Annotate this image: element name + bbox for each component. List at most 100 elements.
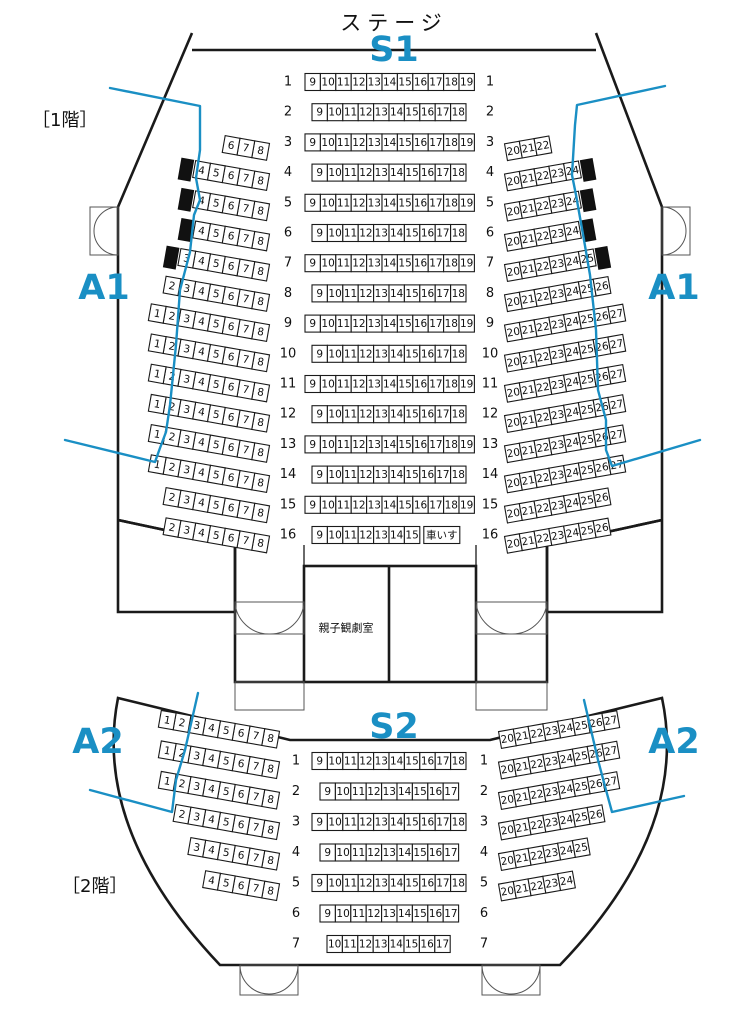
right-seat[interactable]: 20	[503, 261, 523, 283]
center-seat[interactable]: 18	[450, 405, 467, 424]
center-seat[interactable]: 11	[342, 873, 359, 893]
center-seat[interactable]: 11	[335, 314, 352, 333]
center-seat[interactable]: 17	[442, 904, 460, 923]
center-seat[interactable]: 14	[388, 103, 405, 122]
center-seat[interactable]: 16	[419, 223, 436, 243]
center-seat[interactable]: 16	[412, 72, 429, 92]
right-seat[interactable]: 23	[548, 464, 568, 486]
center-seat[interactable]: 13	[373, 465, 390, 484]
center-seat[interactable]: 14	[388, 344, 405, 363]
right-seat[interactable]: 25	[577, 338, 597, 360]
left-seat[interactable]: 8	[251, 351, 271, 373]
right-seat[interactable]: 21	[518, 530, 538, 552]
left-seat[interactable]: 3	[187, 745, 207, 767]
left-seat[interactable]: 4	[192, 220, 212, 242]
right-seat[interactable]: 22	[527, 845, 547, 866]
center-seat[interactable]: 13	[373, 873, 390, 893]
center-seat[interactable]: 15	[411, 843, 429, 862]
right-seat[interactable]: 24	[556, 748, 576, 770]
center-seat[interactable]: 14	[388, 525, 405, 545]
left-seat[interactable]: 4	[202, 870, 222, 891]
center-seat[interactable]: 10	[326, 223, 344, 243]
left-seat[interactable]: 2	[172, 803, 192, 825]
center-seat[interactable]: 15	[403, 344, 421, 363]
right-seat[interactable]: 21	[518, 470, 538, 491]
left-seat[interactable]: 7	[236, 258, 256, 280]
center-seat[interactable]: 14	[388, 934, 405, 954]
left-seat[interactable]: 7	[246, 786, 266, 808]
center-seat[interactable]: 13	[373, 751, 390, 771]
center-seat[interactable]: 15	[403, 163, 421, 182]
center-seat[interactable]: 15	[403, 934, 420, 954]
center-seat[interactable]: 9	[304, 314, 321, 333]
center-seat[interactable]: 17	[427, 374, 445, 394]
center-seat[interactable]: 14	[388, 465, 405, 484]
center-seat[interactable]: 11	[342, 103, 359, 122]
center-seat[interactable]: 9	[311, 223, 328, 243]
center-seat[interactable]: 15	[411, 782, 429, 801]
center-seat[interactable]: 16	[419, 465, 436, 484]
right-seat[interactable]: 20	[503, 351, 523, 373]
center-seat[interactable]: 13	[373, 284, 390, 303]
center-seat[interactable]: 10	[326, 344, 344, 363]
right-seat[interactable]: 24	[562, 522, 582, 544]
center-seat[interactable]: 13	[381, 782, 398, 801]
center-seat[interactable]: 13	[373, 405, 390, 424]
center-seat[interactable]: 17	[442, 843, 460, 862]
right-seat[interactable]: 20	[503, 200, 523, 222]
right-seat[interactable]: 25	[577, 429, 597, 451]
right-seat[interactable]: 22	[527, 784, 547, 805]
center-seat[interactable]: 18	[450, 223, 467, 243]
right-seat[interactable]: 24	[556, 870, 576, 892]
center-seat[interactable]: 16	[418, 934, 436, 954]
center-seat[interactable]: 10	[319, 133, 337, 152]
right-seat[interactable]: 25	[577, 399, 597, 420]
center-seat[interactable]: 19	[458, 374, 475, 394]
right-seat[interactable]: 21	[518, 288, 538, 310]
center-seat[interactable]: 13	[373, 103, 390, 122]
left-seat[interactable]: 6	[221, 527, 241, 549]
center-seat[interactable]: 17	[434, 812, 452, 832]
center-seat[interactable]: 12	[350, 495, 368, 514]
center-seat[interactable]: 12	[357, 465, 375, 484]
right-seat[interactable]: 23	[548, 313, 568, 335]
right-seat[interactable]: 20	[503, 412, 523, 434]
right-seat[interactable]: 20	[503, 472, 523, 494]
center-seat[interactable]: 16	[419, 812, 436, 832]
left-seat[interactable]: 6	[231, 753, 251, 774]
center-seat[interactable]: 18	[443, 254, 460, 273]
center-seat[interactable]: 15	[396, 495, 414, 514]
center-seat[interactable]: 19	[458, 314, 475, 333]
right-seat[interactable]: 20	[503, 502, 523, 524]
center-seat[interactable]: 16	[427, 782, 444, 801]
right-seat[interactable]: 25	[577, 308, 597, 330]
center-seat[interactable]: 9	[311, 284, 328, 303]
center-seat[interactable]: 17	[434, 465, 452, 484]
right-seat[interactable]: 23	[548, 162, 568, 184]
right-seat[interactable]: 23	[542, 842, 562, 864]
right-seat[interactable]: 20	[503, 382, 523, 403]
center-seat[interactable]: 18	[450, 103, 467, 122]
center-seat[interactable]: 18	[443, 374, 460, 394]
center-seat[interactable]: 15	[396, 435, 414, 454]
right-seat[interactable]: 20	[503, 231, 523, 252]
center-seat[interactable]: 9	[311, 163, 328, 182]
right-seat[interactable]: 25	[571, 715, 591, 736]
right-seat[interactable]: 23	[548, 283, 568, 305]
center-seat[interactable]: 17	[434, 163, 452, 182]
right-seat[interactable]: 21	[518, 137, 538, 159]
center-seat[interactable]: 9	[311, 405, 328, 424]
center-seat[interactable]: 16	[419, 344, 436, 363]
center-seat[interactable]: 13	[366, 254, 383, 273]
right-seat[interactable]: 24	[562, 462, 582, 483]
right-seat[interactable]: 24	[562, 220, 582, 242]
center-seat[interactable]: 14	[396, 782, 413, 801]
center-seat[interactable]: 11	[342, 751, 359, 771]
center-seat[interactable]: 15	[396, 72, 414, 92]
right-seat[interactable]: 21	[518, 379, 538, 401]
left-seat[interactable]: 8	[251, 381, 271, 403]
center-seat[interactable]: 12	[350, 374, 368, 394]
center-seat[interactable]: 15	[396, 193, 414, 212]
right-seat[interactable]: 23	[548, 374, 568, 395]
left-seat[interactable]: 1	[157, 709, 177, 731]
